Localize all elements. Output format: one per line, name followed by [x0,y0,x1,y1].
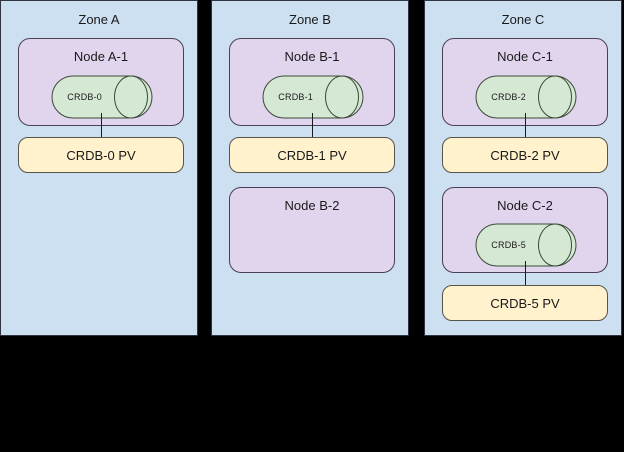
node-label: Node B-1 [284,49,340,64]
database-label: CRDB-5 [491,240,527,250]
database-label: CRDB-2 [491,92,527,102]
pv-box-crdb-1[interactable]: CRDB-1 PV [229,137,395,173]
zone-title: Zone B [289,12,331,27]
node-label: Node C-2 [497,198,553,213]
database-label: CRDB-0 [67,92,103,102]
pv-box-crdb-0[interactable]: CRDB-0 PV [18,137,184,173]
pv-label: CRDB-1 PV [277,147,347,163]
connector-line [101,113,102,137]
pv-box-crdb-2[interactable]: CRDB-2 PV [442,137,608,173]
database-cylinder-icon[interactable]: CRDB-1 [262,75,364,119]
node-box-c-1[interactable]: Node C-1 CRDB-2 [442,38,608,126]
node-box-c-2[interactable]: Node C-2 CRDB-5 [442,187,608,273]
zone-container-a[interactable]: Zone A Node A-1 CRDB-0 CRDB-0 PV [0,0,198,336]
database-cylinder-icon[interactable]: CRDB-0 [51,75,153,119]
database-cylinder-icon[interactable]: CRDB-5 [475,223,577,267]
node-box-b-1[interactable]: Node B-1 CRDB-1 [229,38,395,126]
zone-title: Zone A [78,12,120,27]
node-label: Node B-2 [284,198,340,213]
pv-label: CRDB-0 PV [66,147,136,163]
database-cylinder-icon[interactable]: CRDB-2 [475,75,577,119]
connector-line [525,113,526,137]
pv-label: CRDB-2 PV [490,147,560,163]
node-label: Node C-1 [497,49,553,64]
pv-label: CRDB-5 PV [490,295,560,311]
zone-title: Zone C [501,12,545,27]
database-label: CRDB-1 [278,92,314,102]
node-box-b-2[interactable]: Node B-2 [229,187,395,273]
connector-line [312,113,313,137]
zone-container-c[interactable]: Zone C Node C-1 CRDB-2 CRDB-2 PV Node C-… [424,0,622,336]
zone-container-b[interactable]: Zone B Node B-1 CRDB-1 CRDB-1 PV Node B-… [211,0,409,336]
node-box-a-1[interactable]: Node A-1 CRDB-0 [18,38,184,126]
pv-box-crdb-5[interactable]: CRDB-5 PV [442,285,608,321]
node-label: Node A-1 [73,49,129,64]
connector-line [525,261,526,285]
